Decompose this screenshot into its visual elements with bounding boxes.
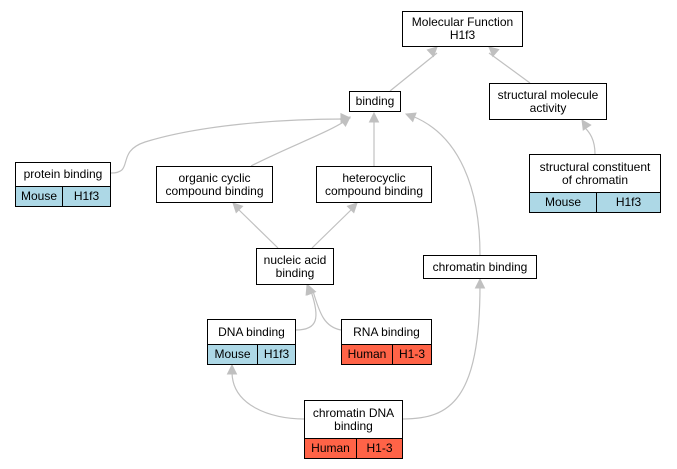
edge-binding-to-molecular-function-arrowhead: [426, 46, 438, 58]
gene-badge: H1-3: [356, 439, 402, 458]
species-badge-human: Human: [305, 439, 356, 458]
edge-organic-cyclic-to-binding: [250, 118, 349, 167]
node-structural-molecule-activity[interactable]: structural molecule activity: [489, 83, 607, 120]
gene-badge: H1f3: [62, 187, 110, 206]
annotation-row: Human H1-3: [305, 438, 402, 458]
annotation-row: Human H1-3: [342, 344, 431, 364]
gene-badge: H1f3: [257, 345, 295, 364]
annotation-row: Mouse H1f3: [16, 186, 110, 206]
node-label: binding: [355, 94, 395, 108]
node-binding[interactable]: binding: [349, 91, 401, 112]
node-molecular-function[interactable]: Molecular Function H1f3: [402, 11, 523, 47]
edge-chromatin-dna-to-chromatin-binding: [402, 284, 481, 420]
node-label: Molecular Function H1f3: [411, 15, 514, 42]
node-label: structural molecule activity: [497, 87, 599, 115]
edge-structural-constituent-to-structural-molecule-activity: [582, 125, 596, 155]
edge-rna-binding-to-nucleic-acid-arrowhead: [306, 283, 317, 296]
node-chromatin-binding[interactable]: chromatin binding: [423, 255, 537, 279]
edge-nucleic-acid-to-heterocyclic-arrowhead: [346, 202, 358, 214]
node-dna-binding[interactable]: DNA binding Mouse H1f3: [207, 319, 296, 365]
edge-chromatin-dna-to-chromatin-binding-arrowhead: [474, 277, 486, 289]
species-badge-human: Human: [342, 345, 392, 364]
node-organic-cyclic-compound-binding[interactable]: organic cyclic compound binding: [156, 166, 273, 203]
edge-organic-cyclic-to-binding-arrowhead: [339, 116, 351, 127]
edge-nucleic-acid-to-organic-cyclic: [237, 208, 279, 249]
node-rna-binding[interactable]: RNA binding Human H1-3: [341, 319, 432, 365]
node-protein-binding[interactable]: protein binding Mouse H1f3: [15, 162, 111, 207]
edge-heterocyclic-to-binding-arrowhead: [368, 111, 380, 123]
edge-binding-to-molecular-function: [389, 52, 438, 92]
node-label: chromatin binding: [432, 259, 528, 274]
edge-rna-binding-to-nucleic-acid: [312, 290, 342, 331]
edge-nucleic-acid-to-heterocyclic: [311, 208, 353, 249]
gene-badge: H1-3: [392, 345, 431, 364]
edge-chromatin-dna-to-dna-binding: [231, 371, 305, 420]
species-badge-mouse: Mouse: [530, 193, 596, 212]
edge-structural-molecule-activity-to-molecular-function: [488, 52, 531, 84]
node-label: protein binding: [23, 167, 103, 181]
node-label: heterocyclic compound binding: [324, 170, 424, 198]
edge-protein-binding-to-binding: [110, 118, 345, 174]
annotation-row: Mouse H1f3: [208, 344, 295, 364]
edge-nucleic-acid-to-organic-cyclic-arrowhead: [232, 202, 244, 214]
node-structural-constituent-of-chromatin[interactable]: structural constituent of chromatin Mous…: [529, 154, 661, 213]
species-badge-mouse: Mouse: [16, 187, 62, 206]
node-label: organic cyclic compound binding: [165, 170, 264, 198]
node-label: nucleic acid binding: [263, 252, 327, 280]
node-chromatin-dna-binding[interactable]: chromatin DNA binding Human H1-3: [304, 400, 403, 459]
node-nucleic-acid-binding[interactable]: nucleic acid binding: [256, 248, 334, 285]
edge-structural-molecule-activity-to-molecular-function-arrowhead: [488, 46, 500, 58]
edge-chromatin-binding-to-binding: [411, 115, 481, 256]
node-label: chromatin DNA binding: [312, 405, 395, 433]
edge-chromatin-binding-to-binding-arrowhead: [404, 112, 417, 123]
annotation-row: Mouse H1f3: [530, 192, 660, 212]
node-label: RNA binding: [353, 324, 420, 339]
node-heterocyclic-compound-binding[interactable]: heterocyclic compound binding: [316, 166, 432, 203]
edge-chromatin-dna-to-dna-binding-arrowhead: [226, 363, 238, 375]
node-label: DNA binding: [218, 324, 285, 339]
node-label: structural constituent of chromatin: [539, 159, 651, 187]
edge-dna-binding-to-nucleic-acid: [295, 290, 317, 331]
species-badge-mouse: Mouse: [208, 345, 257, 364]
edge-structural-constituent-to-structural-molecule-activity-arrowhead: [581, 119, 592, 131]
gene-badge: H1f3: [596, 193, 660, 212]
